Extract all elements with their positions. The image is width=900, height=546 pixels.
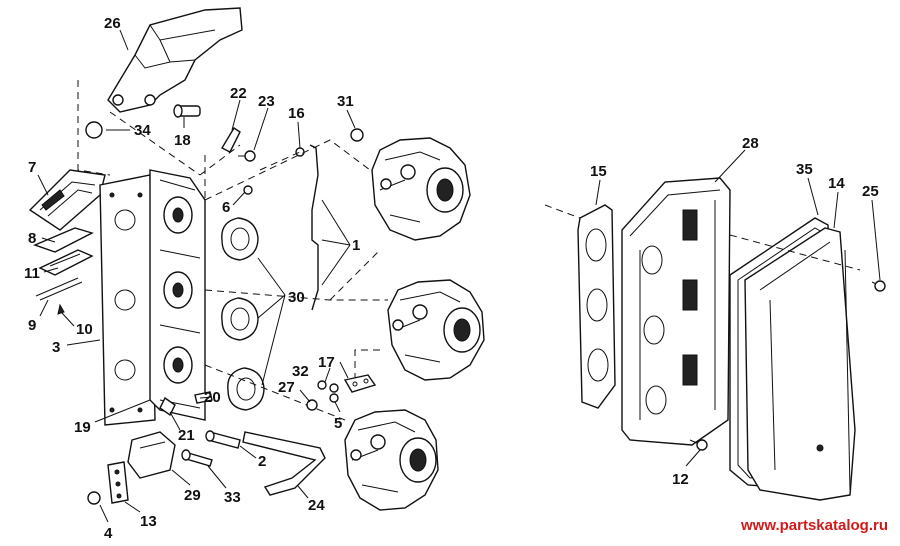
bracket-part-29 (127, 431, 176, 479)
screw-part-16 (295, 147, 305, 157)
callout-24: 24 (308, 497, 325, 514)
callout-25: 25 (862, 183, 879, 200)
callout-27: 27 (278, 379, 295, 396)
clip-part-21 (159, 396, 176, 417)
gasket-part-30-bottom (227, 367, 265, 411)
callout-35: 35 (796, 161, 813, 178)
callout-34: 34 (134, 122, 151, 139)
callout-15: 15 (590, 163, 607, 180)
screw-part-6 (243, 185, 253, 195)
callout-5: 5 (334, 415, 342, 432)
plate-part-17 (343, 374, 377, 393)
callout-21: 21 (178, 427, 195, 444)
linkage-part-22 (221, 127, 241, 153)
gasket-part-30-mid (221, 297, 259, 341)
carburetor-top (371, 137, 471, 241)
throttle-body-housing-part-19 (149, 169, 206, 421)
callout-31: 31 (337, 93, 354, 110)
callout-19: 19 (74, 419, 91, 436)
callout-14: 14 (828, 175, 845, 192)
adapter-plate-part-3 (99, 174, 156, 426)
callout-11: 11 (24, 265, 40, 282)
callout-8: 8 (28, 230, 36, 247)
callout-13: 13 (140, 513, 157, 530)
screw-part-27 (306, 399, 318, 411)
callout-3: 3 (52, 339, 60, 356)
callout-33: 33 (224, 489, 241, 506)
callout-2: 2 (258, 453, 266, 470)
link-rod-part-1 (309, 144, 319, 311)
screw-part-25 (871, 280, 886, 292)
screw-part-10 (57, 303, 65, 315)
callout-22: 22 (230, 85, 247, 102)
callout-6: 6 (222, 199, 230, 216)
callout-26: 26 (104, 15, 121, 32)
silencer-base-part-28 (621, 177, 731, 446)
gasket-part-30-top (221, 217, 259, 261)
callout-32: 32 (292, 363, 309, 380)
bolt-part-18 (173, 104, 201, 118)
hose-part-24 (242, 431, 326, 496)
cover-part-14 (744, 227, 856, 501)
bolt-part-2 (205, 430, 241, 449)
nut-part-5 (329, 393, 339, 403)
callout-20: 20 (204, 389, 221, 406)
screw-part-4 (87, 491, 101, 505)
callout-18: 18 (174, 132, 191, 149)
nut-part-31 (350, 128, 364, 142)
callout-7: 7 (28, 159, 36, 176)
callout-28: 28 (742, 135, 759, 152)
callout-16: 16 (288, 105, 305, 122)
callout-23: 23 (258, 93, 275, 110)
watermark-text: www.partskatalog.ru (741, 517, 888, 534)
reed-plate-part-8 (33, 227, 94, 253)
plug-part-34 (85, 121, 103, 139)
callout-12: 12 (672, 471, 689, 488)
callout-10: 10 (76, 321, 93, 338)
intake-manifold-part-26 (107, 7, 243, 113)
washer-part-32 (317, 380, 339, 393)
gasket-part-15 (577, 204, 616, 409)
carburetor-bottom (344, 409, 439, 511)
callout-1: 1 (352, 237, 360, 254)
callout-9: 9 (28, 317, 36, 334)
callout-30: 30 (288, 289, 305, 306)
reed-part-9 (35, 277, 83, 301)
callout-4: 4 (104, 525, 113, 542)
screw-part-23 (238, 150, 256, 162)
plate-part-13 (107, 461, 129, 504)
carburetor-middle (387, 279, 485, 381)
bolt-part-33 (181, 449, 213, 467)
screw-part-12 (689, 439, 708, 451)
reed-block-part-7 (28, 169, 106, 231)
callout-17: 17 (318, 354, 335, 371)
reed-stop-part-11 (38, 249, 94, 276)
callout-29: 29 (184, 487, 201, 504)
